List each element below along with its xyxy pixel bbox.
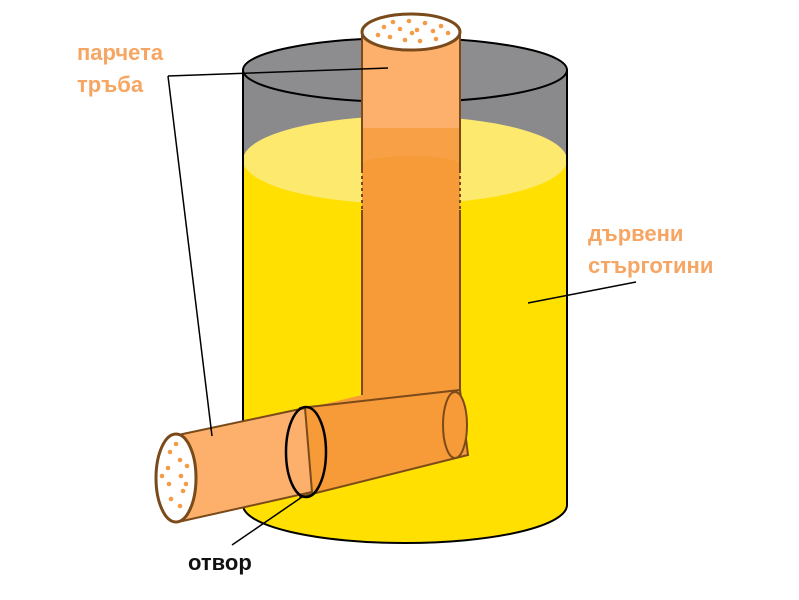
leader-pipe-pieces-top	[167, 67, 389, 77]
container-bottom-edge	[242, 504, 568, 544]
label-sawdust-line1: дървени	[588, 221, 683, 246]
label-pipe-pieces-line2: тръба	[77, 72, 144, 97]
label-pipe-pieces-line1: парчета	[77, 40, 164, 65]
vertical-pipe-top-sawdust	[375, 18, 451, 44]
side-pipe-sawdust	[159, 441, 190, 509]
label-opening: отвор	[188, 550, 252, 575]
label-sawdust-line2: стърготини	[588, 253, 713, 278]
vertical-pipe-joint-shadow	[362, 156, 460, 174]
leader-opening	[231, 496, 303, 546]
elbow-and-side-pipe	[154, 388, 470, 524]
label-sawdust: дървени стърготини	[588, 221, 713, 278]
side-pipe-opening	[154, 432, 198, 524]
leader-pipe-pieces-side	[167, 75, 213, 437]
elbow-outer-curve	[442, 391, 468, 459]
vertical-pipe-lower	[362, 165, 460, 400]
leader-sawdust	[527, 281, 637, 304]
leader-lines	[167, 67, 637, 546]
side-pipe-joint-ring	[284, 405, 328, 499]
label-pipe-pieces: парчета тръба	[77, 40, 164, 97]
vertical-pipe	[360, 12, 462, 400]
